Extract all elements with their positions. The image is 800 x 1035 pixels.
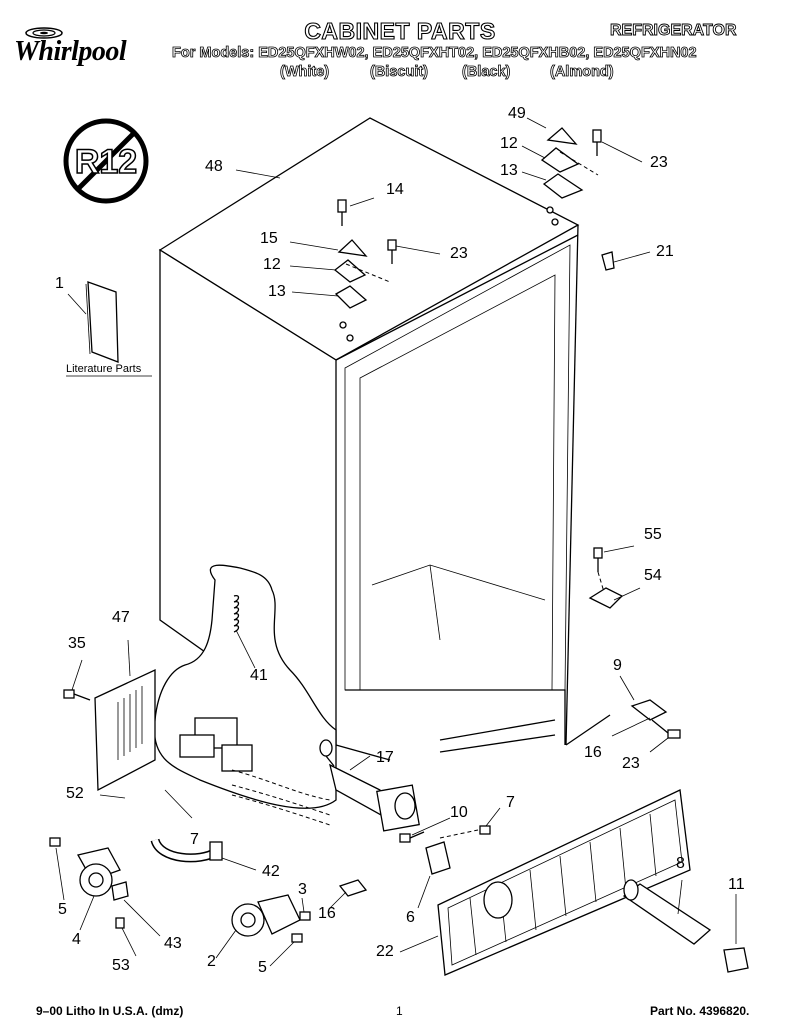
page-number: 1 — [396, 1004, 403, 1018]
callout-22: 22 — [376, 943, 394, 960]
callout-1: 1 — [55, 275, 64, 292]
center-roller-assembly — [231, 879, 368, 943]
callout-49: 49 — [508, 105, 526, 122]
callout-13: 13 — [500, 162, 518, 179]
callout-16: 16 — [584, 744, 602, 761]
callout-23: 23 — [622, 755, 640, 772]
callout-21: 21 — [656, 243, 674, 260]
badge-text: R12 — [75, 143, 137, 181]
callout-23: 23 — [650, 154, 668, 171]
color-label-white: (White) — [280, 64, 330, 81]
leader-lines — [55, 117, 737, 967]
no-r12-badge-icon: R12 — [63, 118, 149, 204]
callout-12: 12 — [500, 135, 518, 152]
brand-name: Whirlpool — [14, 36, 127, 67]
rear-access-cover — [63, 668, 156, 792]
part-number: Part No. 4396820. — [650, 1004, 750, 1018]
callout-47: 47 — [112, 609, 130, 626]
callout-6: 6 — [406, 909, 415, 926]
callout-13: 13 — [268, 283, 286, 300]
left-roller-assembly — [49, 837, 129, 929]
callout-8: 8 — [676, 855, 685, 872]
water-tube-assembly — [319, 739, 420, 832]
callout-7: 7 — [190, 831, 199, 848]
callout-42: 42 — [262, 863, 280, 880]
color-label-biscuit: (Biscuit) — [370, 64, 429, 81]
callout-5: 5 — [58, 901, 67, 918]
whirlpool-swirl-icon — [25, 27, 63, 39]
top-right-hinge-group — [540, 127, 615, 271]
screw-and-clip-group — [399, 825, 491, 875]
callout-12: 12 — [263, 256, 281, 273]
cabinet-body — [153, 117, 611, 826]
callout-2: 2 — [207, 953, 216, 970]
base-grille — [437, 789, 691, 976]
callout-35: 35 — [68, 635, 86, 652]
literature-parts-label: Literature Parts — [66, 363, 142, 375]
callout-7: 7 — [506, 794, 515, 811]
right-bracket-group — [588, 547, 624, 609]
callout-16: 16 — [318, 905, 336, 922]
callout-43: 43 — [164, 935, 182, 952]
callout-41: 41 — [250, 667, 268, 684]
callout-17: 17 — [376, 749, 394, 766]
right-clamp-group — [630, 699, 681, 739]
callout-55: 55 — [644, 526, 662, 543]
callout-52: 52 — [66, 785, 84, 802]
color-label-black: (Black) — [462, 64, 511, 81]
drain-hose — [150, 838, 223, 863]
callout-48: 48 — [205, 158, 223, 175]
product-category: REFRIGERATOR — [610, 22, 737, 40]
whirlpool-logo — [10, 22, 170, 72]
callout-11: 11 — [728, 876, 745, 893]
callout-54: 54 — [644, 567, 662, 584]
callout-9: 9 — [613, 657, 622, 674]
literature-booklet — [85, 281, 119, 363]
page-title: CABINET PARTS — [304, 17, 496, 44]
callout-14: 14 — [386, 181, 404, 198]
callout-10: 10 — [450, 804, 468, 821]
print-info: 9–00 Litho In U.S.A. (dmz) — [36, 1004, 184, 1018]
callout-15: 15 — [260, 230, 278, 247]
model-list: For Models: ED25QFXHW02, ED25QFXHT02, ED… — [172, 45, 697, 62]
callout-53: 53 — [112, 957, 130, 974]
color-label-almond: (Almond) — [550, 64, 614, 81]
callout-5: 5 — [258, 959, 267, 976]
callout-3: 3 — [298, 881, 307, 898]
callout-23: 23 — [450, 245, 468, 262]
callout-4: 4 — [72, 931, 81, 948]
water-filter — [622, 879, 749, 973]
top-left-hinge-group — [333, 199, 397, 342]
